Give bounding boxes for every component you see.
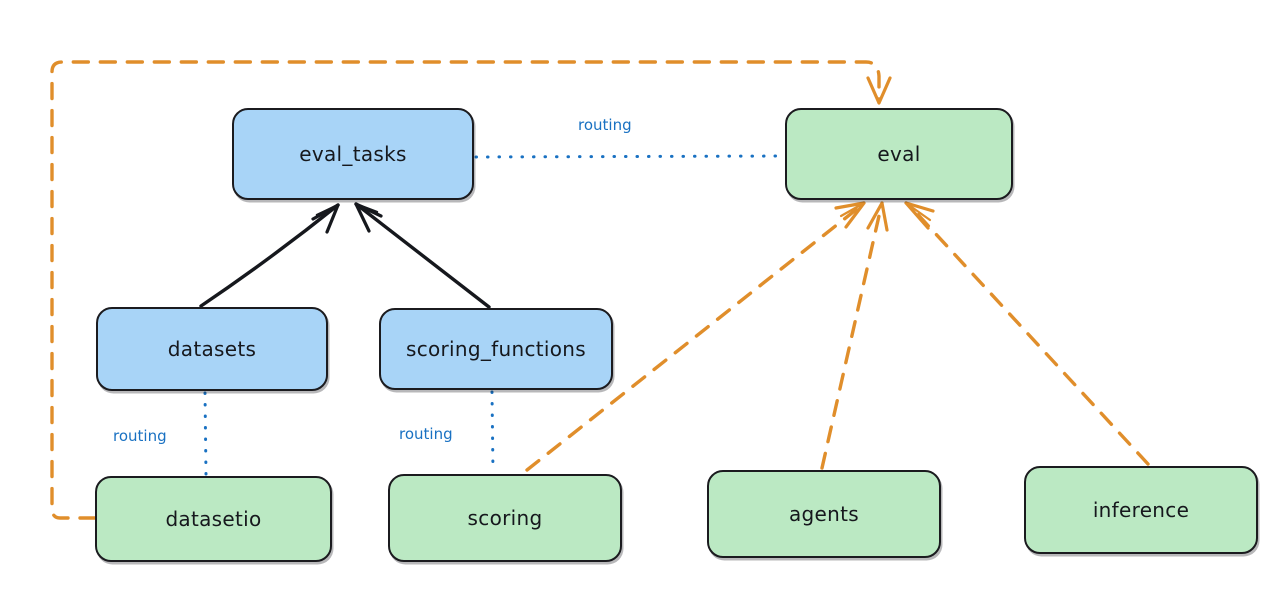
edge-label-routing-eval-tasks-eval: routing — [578, 116, 632, 134]
node-label: datasets — [167, 337, 257, 361]
node-eval-tasks[interactable]: eval_tasks — [232, 108, 474, 200]
edge-label-routing-datasets-datasetio: routing — [113, 427, 167, 445]
node-eval[interactable]: eval — [785, 108, 1013, 200]
edge-inference-eval — [904, 201, 1150, 466]
edge-datasets-eval_tasks — [199, 203, 340, 308]
node-label: datasetio — [165, 507, 262, 531]
edge-eval_tasks-eval — [474, 154, 785, 159]
node-label: eval — [877, 142, 921, 166]
node-datasetio[interactable]: datasetio — [95, 476, 332, 562]
node-label: scoring_functions — [405, 337, 587, 361]
edge-agents-eval — [820, 201, 889, 470]
node-agents[interactable]: agents — [707, 470, 941, 558]
edge-scoring_functions-scoring — [490, 390, 495, 474]
node-scoring-functions[interactable]: scoring_functions — [379, 308, 613, 390]
node-datasets[interactable]: datasets — [96, 307, 328, 391]
node-inference[interactable]: inference — [1024, 466, 1258, 554]
edge-scoring_functions-eval_tasks — [354, 202, 491, 309]
edge-datasets-datasetio — [203, 391, 208, 476]
node-label: inference — [1092, 498, 1190, 522]
node-scoring[interactable]: scoring — [388, 474, 622, 562]
node-label: eval_tasks — [299, 142, 407, 166]
edge-label-routing-scoring-functions-scoring: routing — [399, 425, 453, 443]
node-label: scoring — [467, 506, 543, 530]
node-label: agents — [789, 502, 859, 526]
